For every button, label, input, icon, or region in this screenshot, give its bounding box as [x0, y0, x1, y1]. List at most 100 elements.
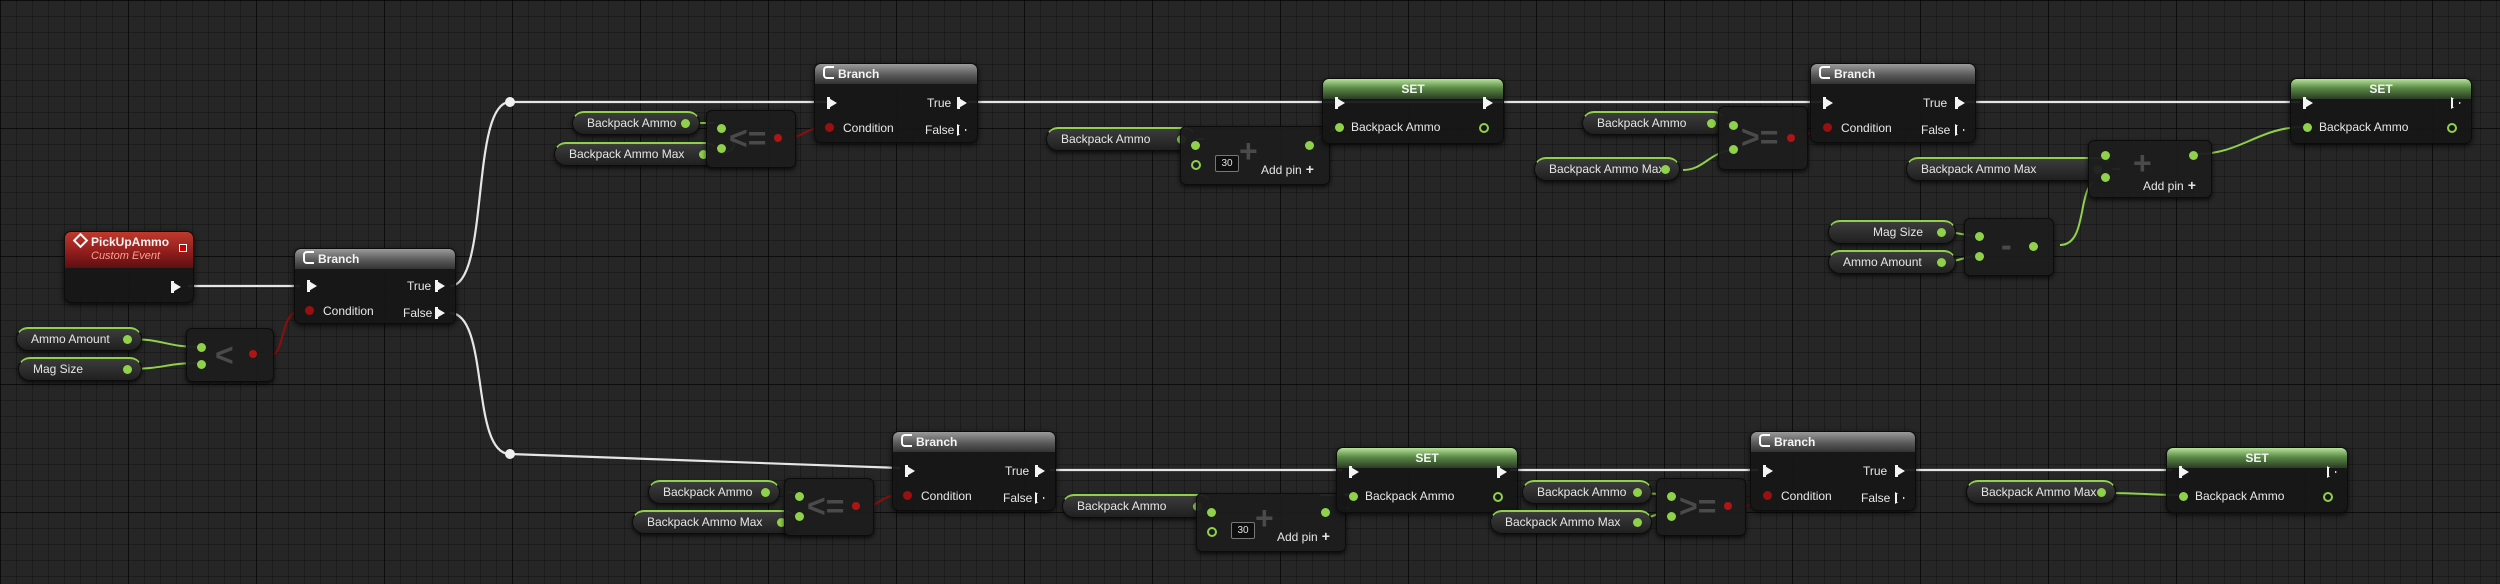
exec-true-pin[interactable]: [1895, 465, 1905, 477]
exec-false-pin[interactable]: [1035, 492, 1045, 504]
float-in-pin-a[interactable]: [1667, 492, 1676, 501]
less-than-node[interactable]: <: [186, 328, 274, 382]
float-in-pin-b[interactable]: [795, 512, 804, 521]
condition-pin[interactable]: [1763, 491, 1772, 500]
exec-false-pin[interactable]: [435, 307, 445, 319]
var-backpack-ammo-max[interactable]: Backpack Ammo Max: [554, 142, 718, 166]
exec-out-pin[interactable]: [2327, 466, 2337, 478]
float-in-pin-b[interactable]: [2101, 173, 2110, 182]
add-node[interactable]: 30 + Add pin+: [1180, 126, 1330, 185]
exec-out-pin[interactable]: [1483, 97, 1493, 109]
float-in-pin[interactable]: [1335, 123, 1344, 132]
exec-in-pin[interactable]: [2303, 97, 2313, 109]
float-out-pin[interactable]: [761, 488, 770, 497]
add-pin-button[interactable]: Add pin+: [1261, 161, 1314, 177]
var-backpack-ammo[interactable]: Backpack Ammo: [572, 111, 700, 135]
var-backpack-ammo[interactable]: Backpack Ammo: [1062, 494, 1212, 518]
float-out-pin[interactable]: [1707, 119, 1716, 128]
float-in-pin[interactable]: [2303, 123, 2312, 132]
float-in-pin-a[interactable]: [795, 492, 804, 501]
float-in-pin-a[interactable]: [1729, 121, 1738, 130]
float-out-pin[interactable]: [2447, 123, 2457, 133]
condition-pin[interactable]: [1823, 123, 1832, 132]
branch-node-main[interactable]: Branch True Condition False: [294, 248, 456, 324]
add-constant-field[interactable]: 30: [1231, 522, 1255, 539]
float-in-pin-a[interactable]: [1207, 508, 1216, 517]
delegate-pin-icon[interactable]: [179, 244, 187, 252]
greater-equal-node[interactable]: >=: [1656, 478, 1746, 536]
bool-out-pin[interactable]: [1724, 502, 1732, 510]
var-mag-size[interactable]: Mag Size: [18, 357, 142, 381]
exec-in-pin[interactable]: [1335, 97, 1345, 109]
add-pin-button[interactable]: Add pin+: [1277, 528, 1330, 544]
exec-true-pin[interactable]: [1955, 97, 1965, 109]
exec-true-pin[interactable]: [1035, 465, 1045, 477]
float-out-pin[interactable]: [1305, 141, 1314, 150]
exec-in-pin[interactable]: [1349, 466, 1359, 478]
set-node-bottom-1[interactable]: SET Backpack Ammo: [1336, 447, 1518, 513]
float-in-pin-a[interactable]: [717, 124, 726, 133]
var-backpack-ammo-max[interactable]: Backpack Ammo Max: [1490, 510, 1652, 534]
exec-in-pin[interactable]: [1823, 97, 1833, 109]
float-in-pin-a[interactable]: [1975, 232, 1984, 241]
float-out-pin[interactable]: [699, 150, 708, 159]
float-out-pin[interactable]: [1937, 228, 1946, 237]
bool-out-pin[interactable]: [774, 134, 782, 142]
float-in-pin-a[interactable]: [197, 343, 206, 352]
float-out-pin[interactable]: [681, 119, 690, 128]
bool-out-pin[interactable]: [249, 350, 257, 358]
var-backpack-ammo-max[interactable]: Backpack Ammo Max: [1966, 480, 2116, 504]
float-out-pin[interactable]: [2189, 151, 2198, 160]
branch-node-top-1[interactable]: Branch True Condition False: [814, 63, 978, 143]
float-in-pin-b[interactable]: [1667, 512, 1676, 521]
float-out-pin[interactable]: [1633, 488, 1642, 497]
exec-true-pin[interactable]: [435, 280, 445, 292]
float-in-pin-b[interactable]: [1975, 252, 1984, 261]
var-backpack-ammo[interactable]: Backpack Ammo: [1046, 127, 1196, 151]
add-node[interactable]: 30 + Add pin+: [1196, 493, 1346, 552]
float-out-pin[interactable]: [1661, 165, 1670, 174]
exec-in-pin[interactable]: [827, 97, 837, 109]
var-ammo-amount[interactable]: Ammo Amount: [1828, 250, 1956, 274]
float-out-pin[interactable]: [2097, 488, 2106, 497]
condition-pin[interactable]: [305, 306, 314, 315]
var-backpack-ammo[interactable]: Backpack Ammo: [1522, 480, 1652, 504]
set-node-top-1[interactable]: SET Backpack Ammo: [1322, 78, 1504, 144]
float-in-pin-a[interactable]: [1191, 141, 1200, 150]
condition-pin[interactable]: [903, 491, 912, 500]
float-in-pin-a[interactable]: [2101, 151, 2110, 160]
less-equal-node[interactable]: <=: [706, 110, 796, 168]
subtract-node[interactable]: -: [1964, 218, 2054, 276]
float-out-pin[interactable]: [1321, 508, 1330, 517]
reroute-node[interactable]: [505, 97, 515, 107]
exec-out-pin[interactable]: [171, 281, 181, 293]
condition-pin[interactable]: [825, 123, 834, 132]
var-backpack-ammo-max[interactable]: Backpack Ammo Max: [632, 510, 796, 534]
exec-in-pin[interactable]: [307, 280, 317, 292]
exec-false-pin[interactable]: [1955, 124, 1965, 136]
float-in-pin-b[interactable]: [717, 144, 726, 153]
set-node-bottom-2[interactable]: SET Backpack Ammo: [2166, 447, 2348, 513]
bool-out-pin[interactable]: [1787, 134, 1795, 142]
branch-node-bottom-2[interactable]: Branch True Condition False: [1750, 431, 1916, 511]
exec-true-pin[interactable]: [957, 97, 967, 109]
greater-equal-node[interactable]: >=: [1718, 106, 1808, 170]
float-in-pin-b[interactable]: [1191, 160, 1201, 170]
float-in-pin[interactable]: [2179, 492, 2188, 501]
float-out-pin[interactable]: [1633, 518, 1642, 527]
add-node[interactable]: + Add pin+: [2088, 140, 2212, 198]
float-out-pin[interactable]: [1493, 492, 1503, 502]
float-out-pin[interactable]: [123, 335, 132, 344]
add-pin-button[interactable]: Add pin+: [2143, 177, 2196, 193]
var-ammo-amount[interactable]: Ammo Amount: [16, 327, 142, 351]
bool-out-pin[interactable]: [852, 502, 860, 510]
add-constant-field[interactable]: 30: [1215, 155, 1239, 172]
set-node-top-2[interactable]: SET Backpack Ammo: [2290, 78, 2472, 144]
float-out-pin[interactable]: [2323, 492, 2333, 502]
float-out-pin[interactable]: [123, 365, 132, 374]
exec-false-pin[interactable]: [957, 124, 967, 136]
float-in-pin[interactable]: [1349, 492, 1358, 501]
float-out-pin[interactable]: [2029, 242, 2038, 251]
exec-out-pin[interactable]: [1497, 466, 1507, 478]
var-backpack-ammo[interactable]: Backpack Ammo: [1582, 111, 1726, 135]
